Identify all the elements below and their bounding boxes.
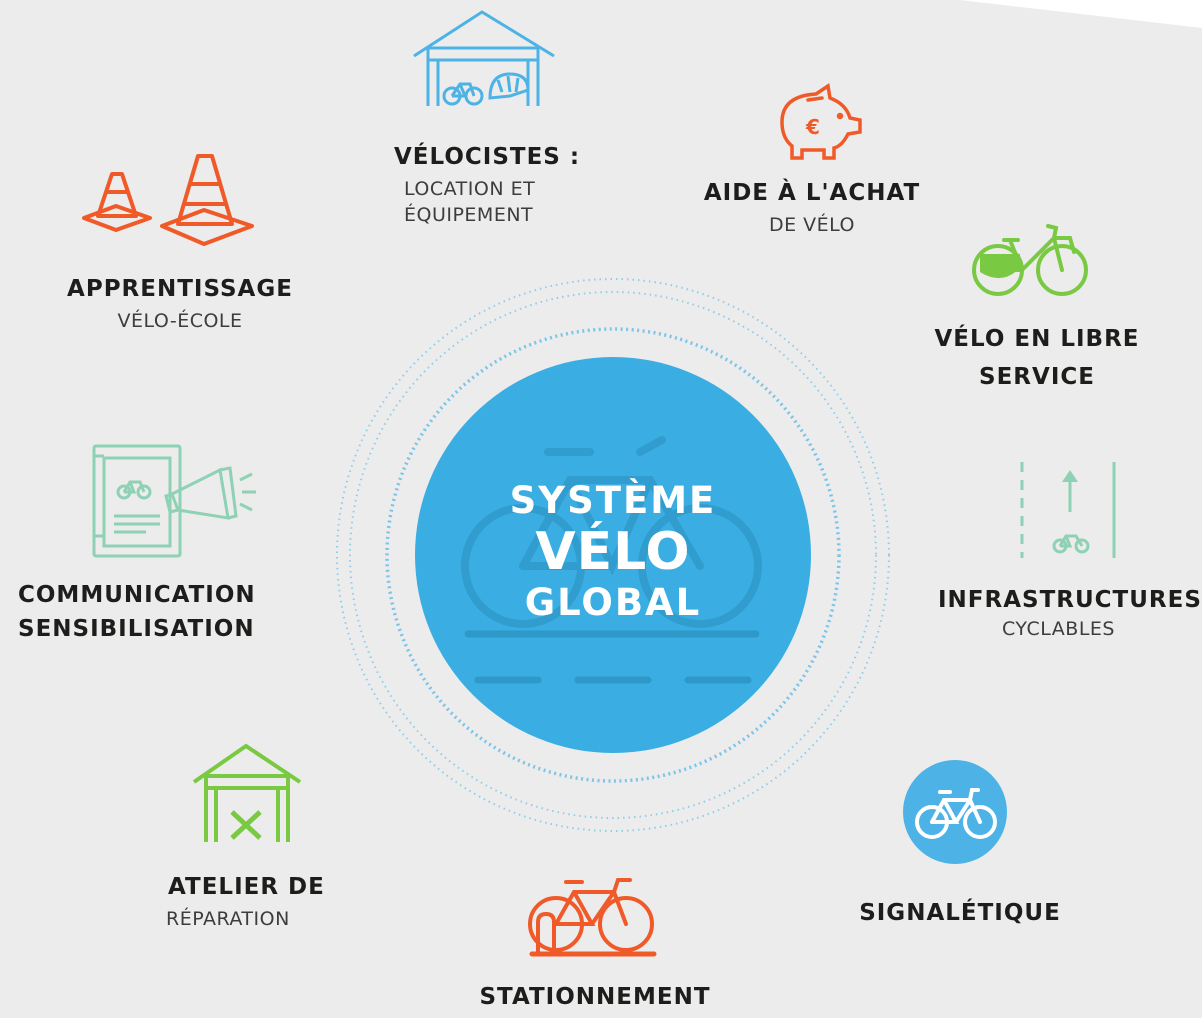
bike-lane-icon bbox=[1020, 462, 1116, 558]
ghost-bicycle-icon bbox=[461, 436, 762, 628]
communication-title-1: COMMUNICATION bbox=[18, 582, 256, 608]
node-atelier: ATELIER DE RÉPARATION bbox=[150, 868, 340, 932]
velocistes-sub-2: ÉQUIPEMENT bbox=[404, 204, 534, 226]
stationnement-title: STATIONNEMENT bbox=[479, 984, 711, 1010]
node-libre-service: VÉLO EN LIBRE SERVICE bbox=[912, 320, 1162, 396]
piggy-bank-euro-icon: € bbox=[780, 83, 862, 160]
infrastructures-title: INFRASTRUCTURES bbox=[938, 587, 1202, 613]
road-dashes bbox=[464, 630, 760, 684]
bike-sign-icon bbox=[903, 760, 1007, 864]
infrastructures-sub: CYCLABLES bbox=[1002, 618, 1115, 640]
node-infrastructures: INFRASTRUCTURES CYCLABLES bbox=[938, 584, 1202, 642]
garage-bike-helmet-icon bbox=[413, 10, 555, 106]
center-line-2: VÉLO bbox=[535, 522, 691, 582]
communication-title-2: SENSIBILISATION bbox=[18, 616, 255, 642]
shared-bike-icon bbox=[972, 224, 1088, 296]
center-line-1: SYSTÈME bbox=[509, 479, 717, 522]
atelier-sub: RÉPARATION bbox=[166, 908, 290, 930]
svg-text:€: € bbox=[805, 115, 820, 139]
node-communication: COMMUNICATION SENSIBILISATION bbox=[18, 578, 278, 646]
node-aide: AIDE À L'ACHAT DE VÉLO bbox=[692, 174, 932, 238]
aide-title: AIDE À L'ACHAT bbox=[703, 180, 921, 206]
center-label: SYSTÈME VÉLO GLOBAL bbox=[478, 478, 748, 626]
atelier-title: ATELIER DE bbox=[168, 874, 325, 900]
signaletique-title: SIGNALÉTIQUE bbox=[859, 900, 1061, 926]
certificate-megaphone-icon bbox=[92, 444, 256, 558]
velocistes-sub-1: LOCATION ET bbox=[404, 178, 536, 200]
center-line-3: GLOBAL bbox=[524, 581, 702, 624]
bike-parking-icon bbox=[528, 878, 657, 957]
libre-service-title-1: VÉLO EN LIBRE bbox=[934, 326, 1140, 352]
velocistes-title: VÉLOCISTES : bbox=[394, 144, 581, 170]
node-apprentissage: APPRENTISSAGE VÉLO-ÉCOLE bbox=[50, 270, 310, 334]
apprentissage-sub: VÉLO-ÉCOLE bbox=[117, 310, 243, 332]
apprentissage-title: APPRENTISSAGE bbox=[67, 276, 293, 302]
aide-sub: DE VÉLO bbox=[768, 214, 856, 236]
node-stationnement: STATIONNEMENT bbox=[470, 978, 720, 1016]
traffic-cones-icon bbox=[82, 154, 254, 246]
node-signaletique: SIGNALÉTIQUE bbox=[850, 894, 1070, 932]
libre-service-title-2: SERVICE bbox=[979, 364, 1095, 390]
node-velocistes: VÉLOCISTES : LOCATION ET ÉQUIPEMENT bbox=[384, 138, 584, 228]
workshop-tools-icon bbox=[192, 743, 302, 842]
